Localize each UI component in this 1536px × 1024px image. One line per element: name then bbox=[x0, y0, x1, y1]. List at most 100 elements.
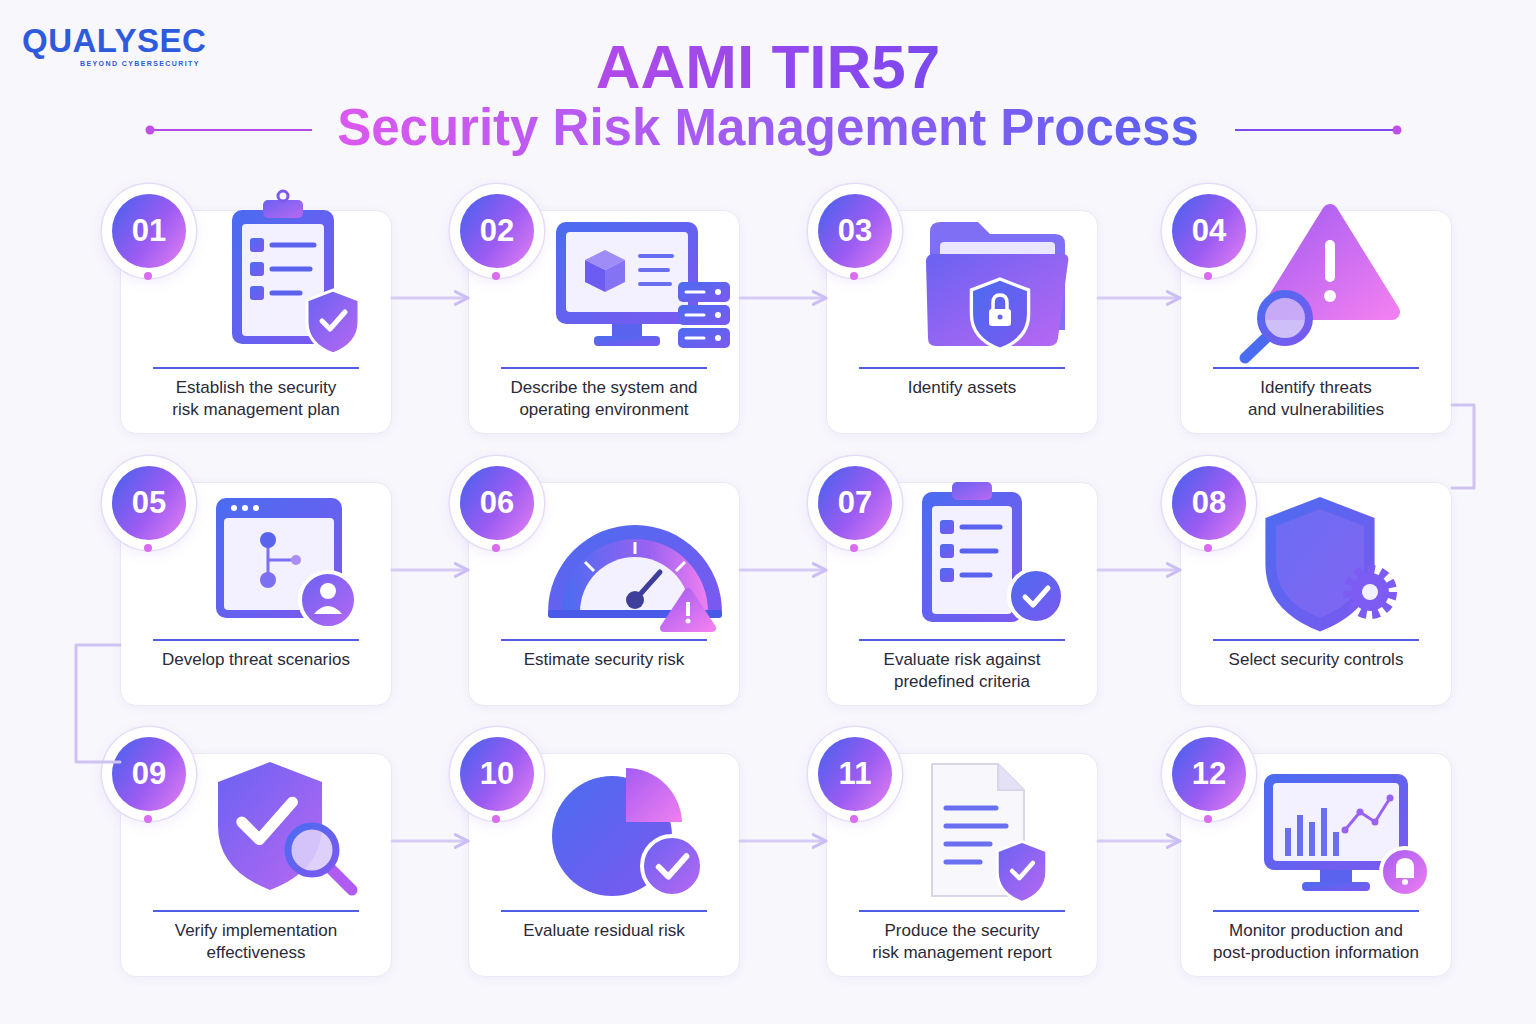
warning-search-icon-part bbox=[1261, 294, 1309, 342]
shield-gear-icon-part bbox=[1362, 584, 1378, 600]
shield-verify-icon-part bbox=[288, 826, 336, 874]
badge-dot-part bbox=[492, 544, 500, 552]
title-rule bbox=[146, 126, 1402, 135]
monitor-chart-icon-part bbox=[1381, 848, 1429, 896]
gauge-icon-part bbox=[585, 542, 685, 571]
shield-gear-icon-part bbox=[1351, 573, 1389, 611]
step-card: 12Monitor production and post-production… bbox=[1180, 753, 1452, 977]
step-card: 07Evaluate risk against predefined crite… bbox=[826, 482, 1098, 706]
monitor-server-icon-part bbox=[678, 282, 730, 302]
monitor-chart-icon bbox=[1264, 774, 1429, 896]
monitor-server-icon-part bbox=[585, 250, 625, 270]
monitor-chart-icon-part bbox=[1309, 822, 1315, 856]
monitor-chart-icon-part bbox=[1387, 795, 1394, 802]
flowchart-user-icon-part bbox=[242, 505, 248, 511]
step-number: 11 bbox=[818, 737, 892, 811]
step-number: 04 bbox=[1172, 194, 1246, 268]
checklist-approve-icon-part bbox=[940, 520, 954, 534]
checklist-approve-icon-part bbox=[922, 492, 1022, 622]
monitor-server-icon-part bbox=[556, 222, 698, 324]
warning-search-icon-part bbox=[1268, 212, 1392, 312]
card-rule bbox=[859, 639, 1065, 641]
badge-dot-part bbox=[1204, 815, 1212, 823]
warning-search-icon bbox=[1245, 212, 1392, 358]
monitor-server-icon-part bbox=[715, 312, 721, 318]
step-label: Evaluate risk against predefined criteri… bbox=[827, 649, 1097, 693]
folder-lock-icon-part bbox=[998, 315, 1003, 320]
step-label: Monitor production and post-production i… bbox=[1181, 920, 1451, 964]
gauge-icon-part bbox=[562, 539, 708, 612]
monitor-server-icon-part bbox=[678, 305, 730, 325]
flow-arrow bbox=[740, 840, 826, 843]
checklist-approve-icon-part bbox=[940, 544, 954, 558]
step-card: 01Establish the security risk management… bbox=[120, 210, 392, 434]
monitor-server-icon-part bbox=[566, 232, 688, 312]
shield-verify-icon-part bbox=[330, 868, 352, 890]
step-card: 10Evaluate residual risk bbox=[468, 753, 740, 977]
gauge-icon-part bbox=[580, 557, 690, 612]
flowchart-user-icon-part bbox=[216, 498, 342, 618]
shield-gear-icon-part bbox=[1348, 570, 1392, 614]
folder-lock-icon-part bbox=[989, 309, 1011, 326]
warning-search-icon-part bbox=[1325, 240, 1335, 282]
monitor-chart-icon-part bbox=[1345, 798, 1390, 830]
checklist-icon-part bbox=[250, 286, 264, 300]
pie-check-icon-part bbox=[642, 836, 702, 896]
gauge-icon bbox=[548, 525, 722, 628]
flowchart-user-icon-part bbox=[260, 532, 276, 548]
step-number: 12 bbox=[1172, 737, 1246, 811]
monitor-chart-icon-part bbox=[1273, 783, 1399, 861]
flowchart-user-icon-part bbox=[268, 540, 292, 580]
shield-gear-icon-part bbox=[1265, 497, 1374, 631]
monitor-chart-icon-part bbox=[1321, 808, 1327, 856]
step-card: 11Produce the security risk management r… bbox=[826, 753, 1098, 977]
step-number: 05 bbox=[112, 466, 186, 540]
flowchart-user-icon-part bbox=[224, 518, 334, 610]
gauge-icon-part bbox=[626, 591, 644, 609]
monitor-chart-icon-part bbox=[1320, 870, 1352, 884]
card-rule bbox=[501, 910, 707, 912]
badge-dot-part bbox=[850, 544, 858, 552]
step-number: 06 bbox=[460, 466, 534, 540]
report-icon-part bbox=[932, 764, 1024, 896]
report-icon-part bbox=[998, 764, 1024, 790]
step-card: 09Verify implementation effectiveness bbox=[120, 753, 392, 977]
title-rule-part bbox=[150, 129, 312, 131]
step-label: Develop threat scenarios bbox=[121, 649, 391, 671]
monitor-server-icon-part bbox=[678, 328, 730, 348]
badge-dot-part bbox=[144, 815, 152, 823]
logo-wordmark: QUALYSEC bbox=[22, 24, 206, 57]
monitor-server-icon-part bbox=[605, 260, 625, 292]
step-label: Evaluate residual risk bbox=[469, 920, 739, 942]
shield-verify-icon bbox=[218, 762, 352, 890]
pie-check-icon-part bbox=[552, 776, 672, 896]
folder-lock-icon-part bbox=[930, 222, 1065, 330]
monitor-server-icon-part bbox=[585, 260, 605, 292]
monitor-server-icon-part bbox=[715, 335, 721, 341]
flowchart-user-icon bbox=[216, 498, 356, 628]
gauge-icon-part bbox=[686, 602, 690, 616]
monitor-chart-icon-part bbox=[1285, 828, 1291, 856]
flowchart-user-icon-part bbox=[314, 606, 342, 614]
step-number: 10 bbox=[460, 737, 534, 811]
step-card: 03Identify assets bbox=[826, 210, 1098, 434]
title-rule-part bbox=[1393, 126, 1402, 135]
badge-dot bbox=[144, 272, 1212, 823]
connector-layer bbox=[76, 298, 1474, 841]
folder-lock-icon-part bbox=[940, 242, 1055, 282]
card-rule bbox=[1213, 367, 1419, 369]
checklist-icon-part bbox=[232, 210, 334, 344]
step-number: 01 bbox=[112, 194, 186, 268]
monitor-server-icon-part bbox=[715, 289, 721, 295]
folder-lock-icon-part bbox=[926, 254, 1068, 346]
card-rule bbox=[1213, 639, 1419, 641]
flow-arrow bbox=[392, 569, 468, 572]
card-rule bbox=[153, 367, 359, 369]
checklist-approve-icon-part bbox=[1009, 569, 1063, 623]
gauge-icon-part bbox=[635, 572, 660, 600]
badge-dot-part bbox=[144, 544, 152, 552]
step-card: 04Identify threats and vulnerabilities bbox=[1180, 210, 1452, 434]
flowchart-user-icon-part bbox=[260, 572, 276, 588]
checklist-approve-icon-part bbox=[1025, 588, 1048, 605]
